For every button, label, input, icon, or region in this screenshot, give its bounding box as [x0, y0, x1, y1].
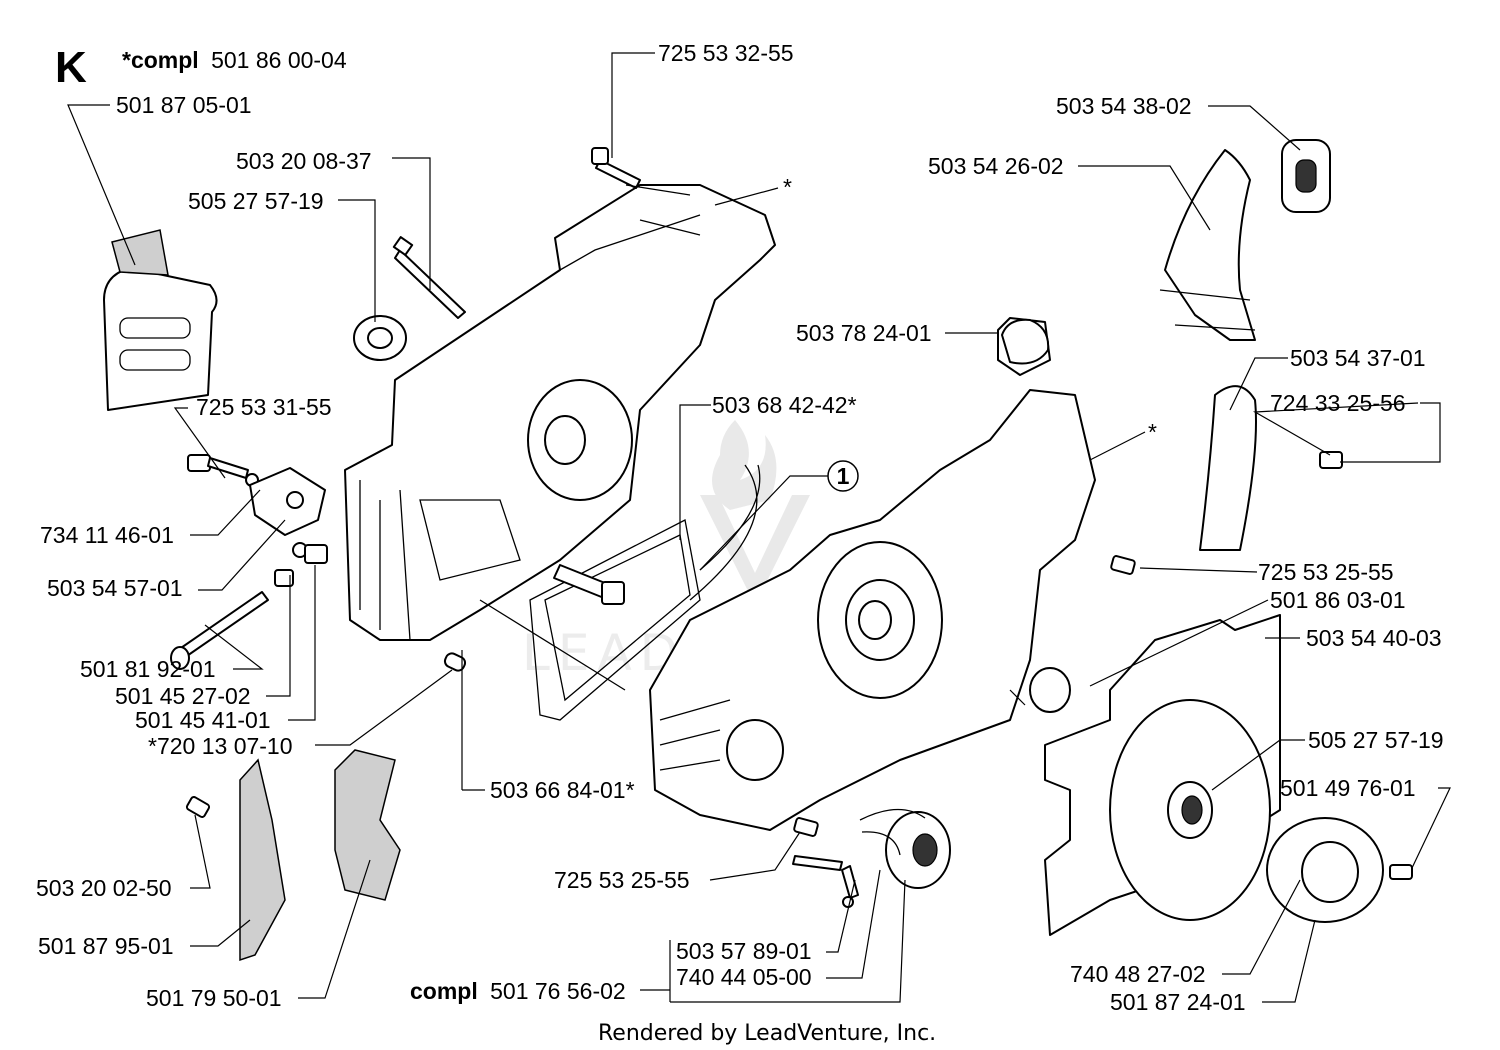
bar-guide-plate — [103, 229, 218, 411]
callout-label: *720 13 07-10 — [148, 733, 293, 759]
callout-label: 503 57 89-01 — [676, 938, 812, 964]
callout-label: 503 78 24-01 — [796, 320, 932, 346]
callout-label: 501 86 03-01 — [1270, 587, 1406, 613]
callout-label: 725 53 32-55 — [658, 40, 794, 66]
compl-prefix: compl — [410, 978, 478, 1004]
callout-label: 740 48 27-02 — [1070, 961, 1206, 987]
chain-catcher — [185, 758, 286, 962]
deflector-plate — [1199, 385, 1257, 551]
callout-label: 503 54 37-01 — [1290, 345, 1426, 371]
crankcase-right-screws — [793, 451, 1343, 837]
footer-credit: Rendered by LeadVenture, Inc. — [598, 1021, 936, 1046]
callout-label: 501 49 76-01 — [1280, 775, 1416, 801]
callout-label: 501 87 05-01 — [116, 92, 252, 118]
callout-label: 501 81 92-01 — [80, 656, 216, 682]
starter-pulley-assembly — [792, 808, 951, 908]
callout-label: 725 53 31-55 — [196, 394, 332, 420]
callout-label: 503 54 38-02 — [1056, 93, 1192, 119]
callout-label: 505 27 57-19 — [1308, 727, 1444, 753]
callout-label: 503 66 84-01* — [490, 777, 635, 803]
asterisk-mark: * — [783, 174, 792, 200]
callout-label: 501 87 95-01 — [38, 933, 174, 959]
leader-lines — [67, 52, 1451, 1003]
decompression-valve — [1001, 318, 1050, 365]
section-letter: K — [55, 43, 87, 92]
callout-label: 505 27 57-19 — [188, 188, 324, 214]
callout-label: 725 53 25-55 — [554, 867, 690, 893]
crankcase-left-hardware — [353, 147, 641, 361]
callout-label: 503 20 02-50 — [36, 875, 172, 901]
chain-tensioner-parts — [170, 454, 467, 672]
circled-reference: 1 — [827, 460, 859, 492]
air-duct — [1159, 139, 1331, 341]
callout-label: 501 79 50-01 — [146, 985, 282, 1011]
callout-label: 740 44 05-00 — [676, 964, 812, 990]
spike-bumper — [334, 749, 401, 901]
crankcase-gasket — [479, 464, 761, 721]
assembly-number: 501 86 00-04 — [211, 47, 347, 73]
callout-label: 501 45 41-01 — [135, 707, 271, 733]
callout-label: 725 53 25-55 — [1258, 559, 1394, 585]
callout-label: 503 20 08-37 — [236, 148, 372, 174]
circled-reference-number: 1 — [837, 463, 850, 489]
callout-label: 503 54 57-01 — [47, 575, 183, 601]
crankcase-left — [344, 184, 776, 641]
compl-label: compl 501 76 56-02 — [410, 978, 626, 1004]
starter-cover — [1044, 614, 1281, 936]
callout-label: 724 33 25-56 — [1270, 390, 1406, 416]
callout-label: 503 54 40-03 — [1306, 625, 1442, 651]
assembly-label: *compl 501 86 00-04 — [122, 47, 347, 73]
asterisk-mark: * — [1148, 419, 1157, 445]
callout-label: 503 68 42-42* — [712, 392, 857, 418]
callout-label: 734 11 46-01 — [40, 522, 174, 548]
flywheel — [1266, 817, 1413, 923]
assembly-prefix: *compl — [122, 47, 199, 73]
callout-label: 501 87 24-01 — [1110, 989, 1246, 1015]
callout-label: 503 54 26-02 — [928, 153, 1064, 179]
compl-number: 501 76 56-02 — [490, 978, 626, 1004]
callout-label: 501 45 27-02 — [115, 683, 251, 709]
crankcase-right — [649, 317, 1096, 831]
